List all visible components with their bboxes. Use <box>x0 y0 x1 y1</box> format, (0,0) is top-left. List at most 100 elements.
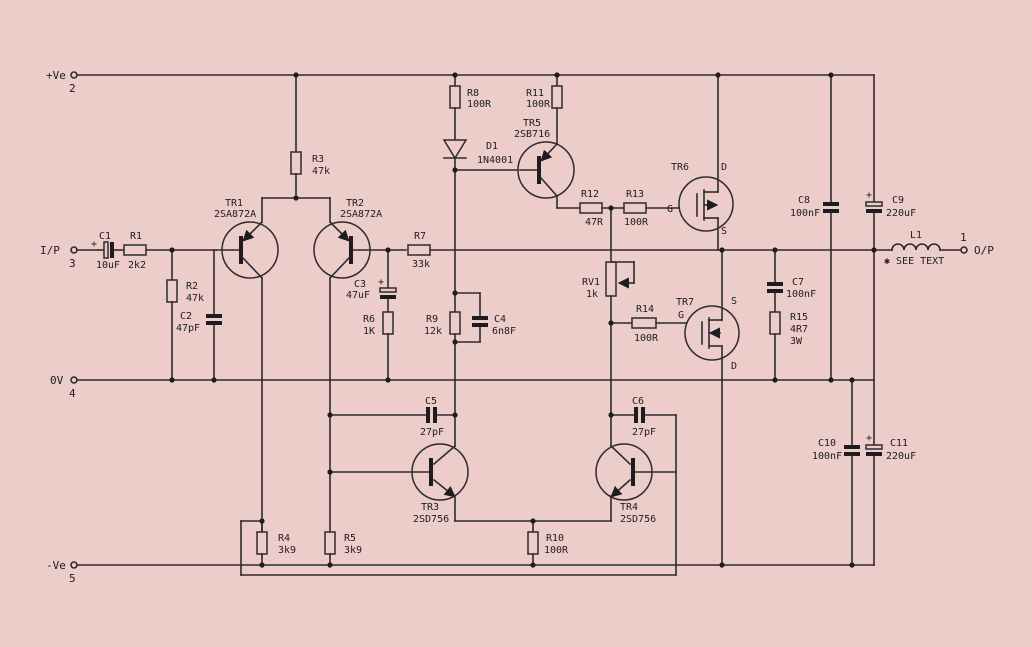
d1-diode: D1 1N4001 <box>442 139 521 313</box>
r1-resistor: R1 2k2 <box>123 231 217 271</box>
tr7-g: G <box>678 310 684 321</box>
r7-ref: R7 <box>414 231 426 242</box>
label-output: O/P <box>974 244 994 257</box>
c1-polarity: + <box>91 239 97 250</box>
c9-polarity: + <box>866 190 872 201</box>
c8-ref: C8 <box>798 195 810 206</box>
r13-value: 100R <box>624 217 649 228</box>
label-input: I/P <box>40 244 60 257</box>
output-terminal: 1 O/P <box>960 231 994 257</box>
l1-inductor: L1 ✱ SEE TEXT <box>873 230 962 267</box>
r11-resistor: R11 100R <box>526 74 563 145</box>
tr6-s: S <box>721 226 727 237</box>
pin-neg: 5 <box>69 572 76 585</box>
c7-capacitor: C7 100nF <box>767 249 816 313</box>
d1-value: 1N4001 <box>477 155 513 166</box>
rv1-ref: RV1 <box>582 277 600 288</box>
r3-resistor: R3 47k <box>261 74 331 223</box>
rail-pos: +Ve 2 <box>46 69 875 95</box>
terminal-gnd[interactable] <box>70 376 78 384</box>
r11-ref: R11 <box>526 88 544 99</box>
rv1-potentiometer: RV1 1k <box>582 261 635 416</box>
c6-ref: C6 <box>632 396 644 407</box>
c1-ref: C1 <box>99 231 111 242</box>
tr2-transistor: TR2 2SA872A <box>313 198 407 536</box>
c6-capacitor: C6 27pF <box>610 396 677 438</box>
r14-resistor: R14 100R <box>631 304 691 344</box>
c11-polarity: + <box>866 433 872 444</box>
r6-ref: R6 <box>363 314 375 325</box>
tr2-value: 2SA872A <box>340 209 382 220</box>
r14-ref: R14 <box>636 304 654 315</box>
r15-value2: 3W <box>790 336 803 347</box>
c5-value: 27pF <box>420 427 444 438</box>
c4-capacitor: C4 6n8F <box>472 292 516 343</box>
tr4-transistor: TR4 2SD756 <box>595 414 677 576</box>
r5-value: 3k9 <box>344 545 362 556</box>
tr5-transistor: TR5 2SB716 <box>514 118 581 209</box>
r8-ref: R8 <box>467 88 479 99</box>
junction-dots <box>169 72 877 568</box>
r9-ref: R9 <box>426 314 438 325</box>
tr7-s: S <box>731 296 737 307</box>
tr3-ref: TR3 <box>421 502 439 513</box>
r2-resistor: R2 47k <box>166 249 204 381</box>
c2-value: 47pF <box>176 323 200 334</box>
c7-ref: C7 <box>792 277 804 288</box>
c4-value: 6n8F <box>492 326 516 337</box>
r4-resistor: R4 3k9 <box>240 520 677 576</box>
r8-resistor: R8 100R <box>449 74 492 141</box>
tr7-ref: TR7 <box>676 297 694 308</box>
r12-value: 47R <box>585 217 604 228</box>
r3-ref: R3 <box>312 154 324 165</box>
c9-ref: C9 <box>892 195 904 206</box>
c10-capacitor: C10 100nF <box>812 379 860 566</box>
terminal-output[interactable] <box>960 246 968 254</box>
c3-capacitor: + C3 47uF <box>346 249 397 301</box>
tr4-value: 2SD756 <box>620 514 656 525</box>
terminal-neg[interactable] <box>70 561 78 569</box>
tr7-d: D <box>731 361 737 372</box>
terminal-input[interactable] <box>70 246 78 254</box>
c11-capacitor: + C11 220uF <box>865 379 916 566</box>
l1-note: ✱ SEE TEXT <box>884 256 944 267</box>
c10-value: 100nF <box>812 451 842 462</box>
terminal-pos[interactable] <box>70 71 78 79</box>
r15-value: 4R7 <box>790 324 808 335</box>
c3-ref: C3 <box>354 279 366 290</box>
c6-value: 27pF <box>632 427 656 438</box>
c9-value: 220uF <box>886 208 916 219</box>
r10-value: 100R <box>544 545 569 556</box>
c3-value: 47uF <box>346 290 370 301</box>
r10-resistor: R10 100R <box>527 520 569 566</box>
c8-value: 100nF <box>790 208 820 219</box>
tr7-mosfet: TR7 G S D <box>676 249 740 566</box>
rail-neg: -Ve 5 <box>46 559 875 585</box>
c8-capacitor: C8 100nF <box>790 74 839 381</box>
label-pos: +Ve <box>46 69 66 82</box>
label-neg: -Ve <box>46 559 66 572</box>
pin-input: 3 <box>69 257 76 270</box>
tr3-transistor: TR3 2SD756 <box>329 414 612 525</box>
r10-ref: R10 <box>546 533 564 544</box>
r4-value: 3k9 <box>278 545 296 556</box>
tr6-g: G <box>667 204 673 215</box>
r4-ref: R4 <box>278 533 290 544</box>
d1-ref: D1 <box>486 141 498 152</box>
c4-ref: C4 <box>494 314 506 325</box>
tr1-ref: TR1 <box>225 198 243 209</box>
c5-ref: C5 <box>425 396 437 407</box>
c11-ref: C11 <box>890 438 908 449</box>
r13-resistor: R13 100R <box>623 189 689 228</box>
label-gnd: 0V <box>50 374 64 387</box>
pin-gnd: 4 <box>69 387 76 400</box>
pin-output: 1 <box>960 231 967 244</box>
r7-value: 33k <box>412 259 430 270</box>
c2-capacitor: C2 47pF <box>176 249 222 381</box>
l1-ref: L1 <box>910 230 922 241</box>
r11-value: 100R <box>526 99 551 110</box>
r3-value: 47k <box>312 166 330 177</box>
c11-value: 220uF <box>886 451 916 462</box>
r9-resistor: R9 12k <box>424 292 481 416</box>
